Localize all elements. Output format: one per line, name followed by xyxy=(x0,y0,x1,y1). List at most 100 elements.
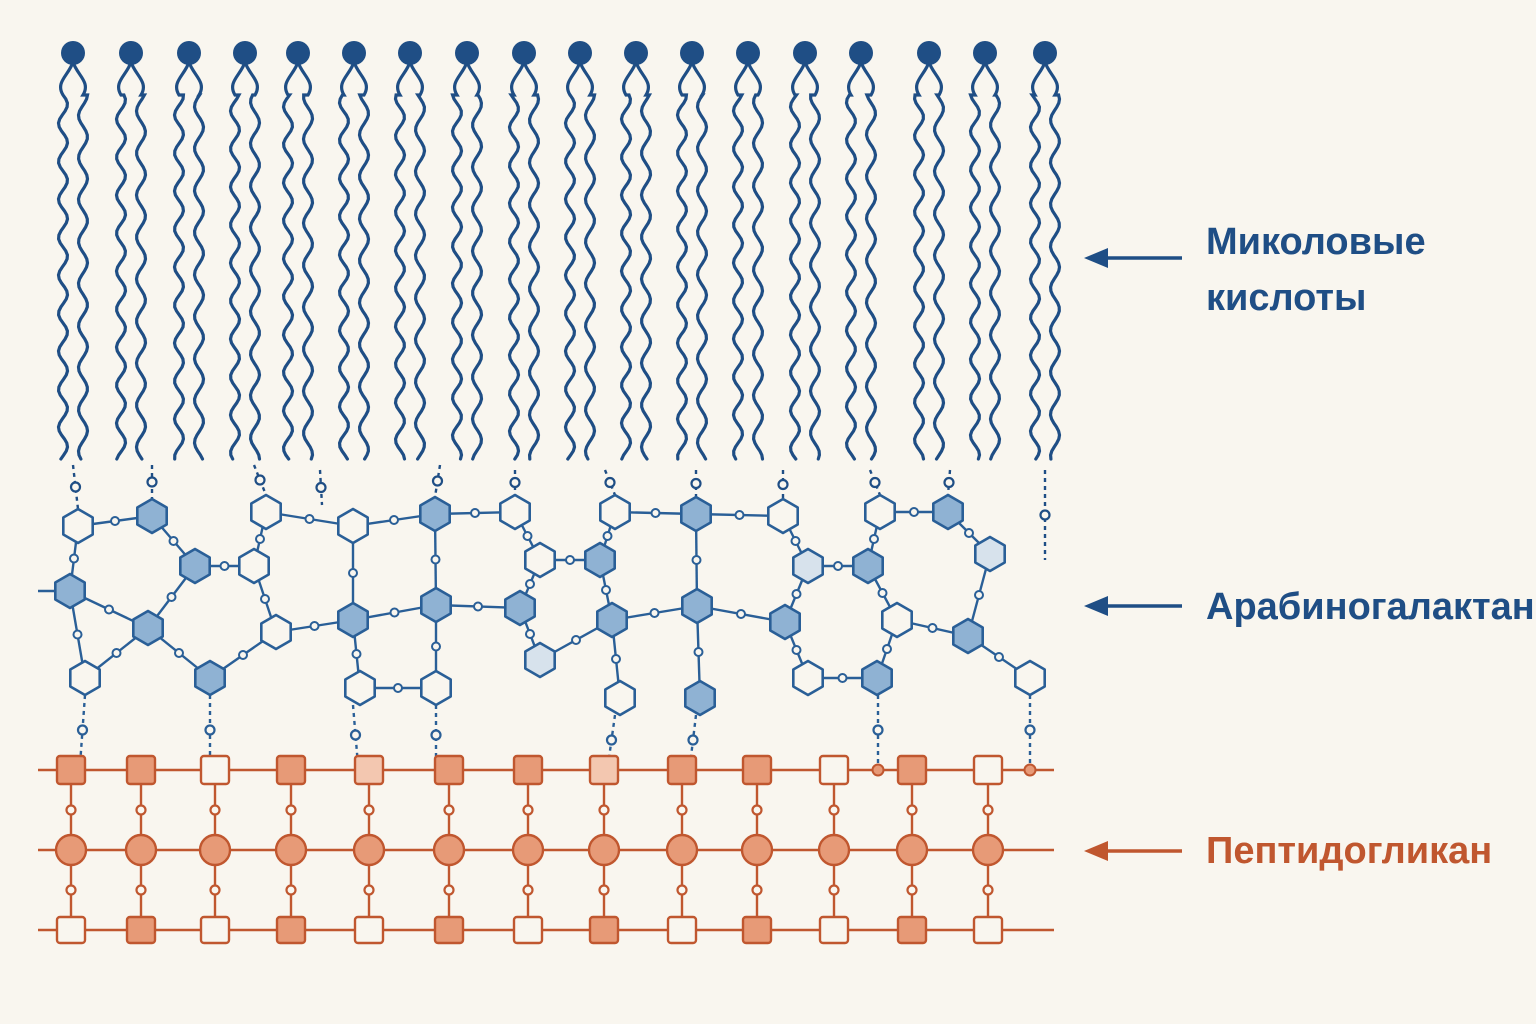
nam-sugar xyxy=(896,754,928,786)
sugar-ring xyxy=(419,586,453,624)
sugar-ring xyxy=(791,659,825,697)
mycolic-arrow xyxy=(1084,248,1182,268)
mycolic-acid xyxy=(507,41,541,461)
peptide-node xyxy=(982,884,994,896)
linker-node xyxy=(76,724,89,736)
linker-node xyxy=(146,476,158,488)
peptide-node xyxy=(982,804,994,816)
bond-node xyxy=(525,629,535,639)
sugar-ring xyxy=(598,493,632,531)
mycolic-acid xyxy=(731,41,765,461)
mycolic-tail xyxy=(187,60,206,461)
nam-sugar xyxy=(588,915,620,945)
bond-node xyxy=(110,516,120,526)
nag-sugar xyxy=(352,833,386,867)
sugar-ring xyxy=(863,493,897,531)
sugar-ring xyxy=(136,497,168,535)
nam-sugar xyxy=(55,915,87,945)
bond-node xyxy=(525,579,535,589)
nam-sugar xyxy=(433,915,465,945)
sugar-ring xyxy=(595,601,629,639)
nag-sugar xyxy=(665,833,699,867)
peptide-node xyxy=(676,804,688,816)
nam-sugar xyxy=(353,754,385,786)
peptide-node xyxy=(522,804,534,816)
arabinogalactan-arrow xyxy=(1084,596,1182,616)
sugar-ring xyxy=(179,547,211,585)
label-arrows xyxy=(1084,248,1182,861)
sugar-ring xyxy=(1013,659,1046,697)
mycolic-acid xyxy=(56,41,90,461)
mycolic-tail xyxy=(746,60,765,461)
linker-chains xyxy=(69,464,1051,766)
sugar-ring xyxy=(973,535,1007,573)
mycolic-head xyxy=(568,41,592,65)
mycolic-tail xyxy=(507,60,526,461)
bond-node xyxy=(166,592,177,602)
bond-node xyxy=(909,507,919,517)
bond-node xyxy=(430,554,441,565)
nam-sugar xyxy=(666,754,698,786)
mycolic-acid xyxy=(393,41,427,461)
peptide-node xyxy=(209,884,221,896)
linker-node xyxy=(349,729,362,741)
sugar-ring xyxy=(238,547,271,585)
mycolic-tail xyxy=(619,60,638,461)
bond-node xyxy=(351,649,362,659)
bond-node xyxy=(72,629,83,640)
peptide-node xyxy=(443,884,455,896)
peptide-node xyxy=(906,884,918,896)
sugar-ring xyxy=(503,589,537,627)
sugar-ring xyxy=(880,601,914,639)
peptide-node xyxy=(522,884,534,896)
sugar-ring xyxy=(132,609,164,647)
nam-sugar xyxy=(741,754,773,786)
mycolic-acid xyxy=(844,41,878,461)
mycolic-head xyxy=(119,41,143,65)
mycolic-head xyxy=(512,41,536,65)
bond-node xyxy=(693,647,704,657)
sugar-ring xyxy=(683,679,717,717)
mycolic-tail xyxy=(1043,60,1062,461)
mycolic-tail xyxy=(281,60,300,461)
nag-sugar xyxy=(432,833,466,867)
linker-node xyxy=(431,475,444,487)
mycolic-tail xyxy=(983,60,1002,461)
mycolic-tail xyxy=(968,60,987,461)
mycolic-head xyxy=(793,41,817,65)
mycolic-tail xyxy=(114,60,133,461)
mycolic-tail xyxy=(243,60,262,461)
bond-node xyxy=(736,609,746,619)
mycolic-head xyxy=(61,41,85,65)
bond-node xyxy=(927,623,938,633)
nam-sugar xyxy=(125,915,157,945)
mycolic-head xyxy=(917,41,941,65)
bond-node xyxy=(650,508,661,518)
mycolic-tail xyxy=(563,60,582,461)
bond-node xyxy=(877,588,888,598)
linker-node xyxy=(254,474,266,486)
sugar-ring xyxy=(419,669,453,707)
peptide-node xyxy=(135,804,147,816)
linker-node xyxy=(509,476,521,489)
peptide-node xyxy=(285,884,297,896)
linker-node xyxy=(687,734,699,746)
bond-node xyxy=(790,536,801,546)
arrow-head xyxy=(1084,596,1108,616)
mycolic-acid xyxy=(788,41,822,461)
mycolic-tail xyxy=(129,60,148,461)
mycolic-tail xyxy=(912,60,931,461)
peptide-node xyxy=(828,804,840,816)
sugar-ring xyxy=(523,641,557,679)
mycolic-tail xyxy=(844,60,863,461)
bond-node xyxy=(470,508,480,518)
mycolic-tail xyxy=(228,60,247,461)
bond-node xyxy=(260,594,270,604)
sugar-ring xyxy=(791,547,825,585)
peptide-node xyxy=(751,804,763,816)
mycolic-tail xyxy=(731,60,750,461)
mycolic-acid xyxy=(114,41,148,461)
bond-node xyxy=(833,561,843,571)
peptide-node xyxy=(285,804,297,816)
peptide-node xyxy=(363,804,375,816)
